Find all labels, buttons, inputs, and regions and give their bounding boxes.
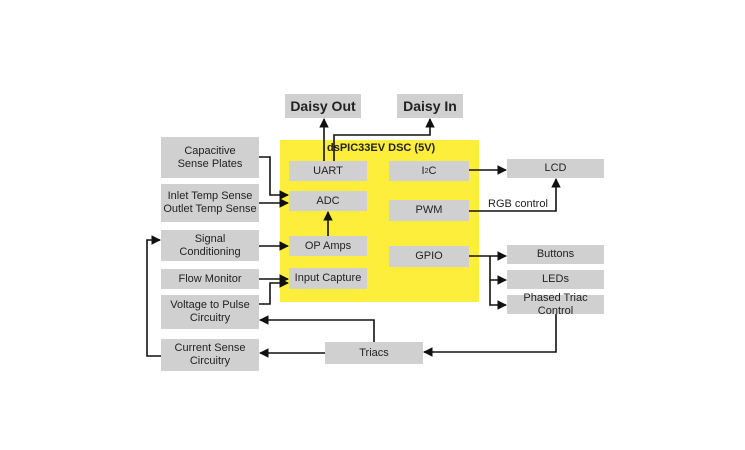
current-circuitry-label: Circuitry [189, 355, 231, 367]
pwm-to-lcd-wire [469, 178, 561, 212]
i2c-suffix: C [428, 164, 437, 177]
pwm-box: PWM [389, 200, 469, 221]
capacitive-to-adc-wire [259, 156, 289, 200]
temp-sense-box: Inlet Temp Sense Outlet Temp Sense [161, 184, 259, 222]
gpio-to-leds-wire [489, 256, 507, 285]
vtp-to-capture-wire [259, 278, 289, 305]
voltage-to-pulse-label: Voltage to Pulse [170, 299, 250, 311]
outlet-temp-label: Outlet Temp Sense [163, 203, 257, 215]
uart-box: UART [289, 161, 367, 181]
current-to-signal-wire [146, 235, 161, 357]
daisy-in-box: Daisy In [397, 94, 463, 118]
leds-box: LEDs [507, 270, 604, 289]
dsc-title: dsPIC33EV DSC (5V) [327, 142, 436, 154]
gpio-to-triac-wire [489, 280, 507, 310]
capacitive-sense-plates-box: Capacitive Sense Plates [161, 137, 259, 178]
current-sense-box: Current Sense Circuitry [161, 339, 259, 371]
signal-conditioning-box: Signal Conditioning [161, 230, 259, 261]
i2c-sup: 2 [424, 167, 429, 175]
triacs-to-vtp-wire [259, 315, 375, 342]
capacitive-label: Capacitive [184, 144, 236, 157]
voltage-to-pulse-box: Voltage to Pulse Circuitry [161, 295, 259, 329]
op-amps-box: OP Amps [289, 236, 367, 256]
input-capture-box: Input Capture [289, 268, 367, 289]
conditioning-label: Conditioning [179, 245, 241, 258]
inlet-temp-label: Inlet Temp Sense [167, 190, 253, 202]
phased-triac-control-box: Phased Triac Control [507, 292, 604, 317]
rgb-control-label: RGB control [488, 198, 548, 210]
current-sense-label: Current Sense [174, 342, 246, 354]
flow-monitor-box: Flow Monitor [161, 269, 259, 289]
buttons-box: Buttons [507, 245, 604, 264]
sense-plates-label: Sense Plates [177, 157, 243, 170]
vtp-circuitry-label: Circuitry [189, 312, 231, 324]
gpio-box: GPIO [389, 246, 469, 267]
triacs-box: Triacs [325, 342, 423, 364]
daisy-out-box: Daisy Out [285, 94, 361, 118]
lcd-box: LCD [507, 159, 604, 178]
daisy-in-to-uart-wire [333, 118, 435, 161]
i2c-prefix: I [421, 164, 425, 177]
triac-control-to-triacs-wire [423, 314, 557, 357]
signal-label: Signal [194, 232, 226, 245]
adc-box: ADC [289, 191, 367, 211]
